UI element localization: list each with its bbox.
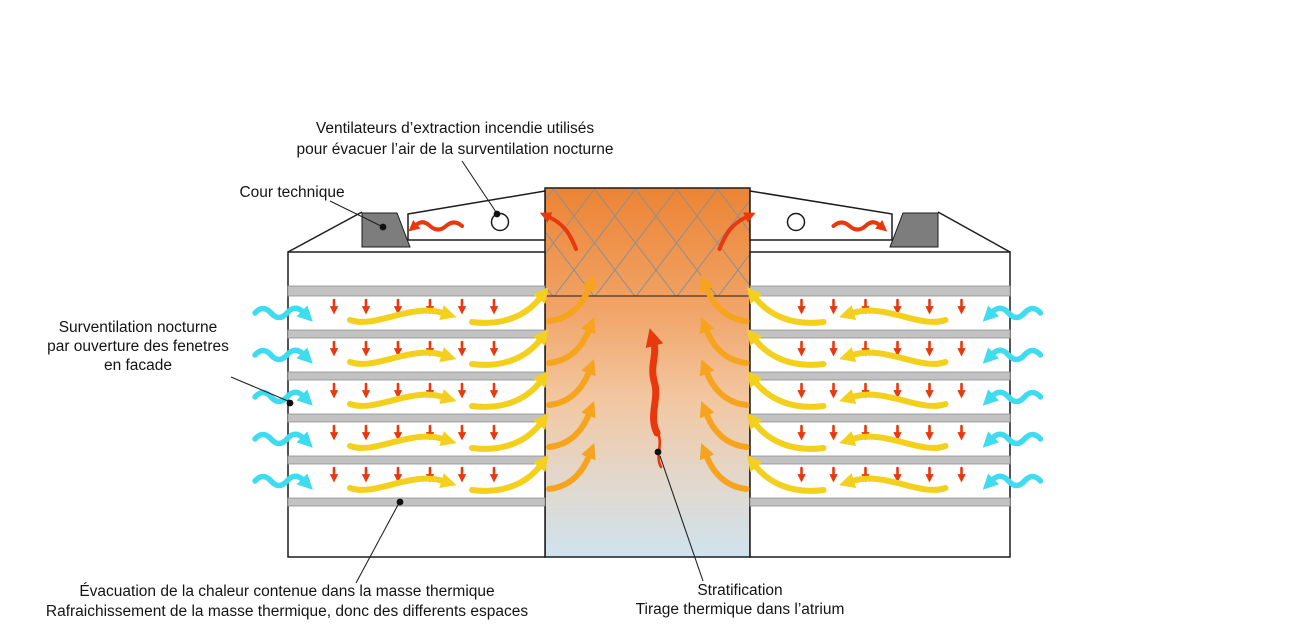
fresh-air-arrow	[252, 431, 313, 448]
surventilation-label-line1: Surventilation nocturne	[59, 319, 218, 336]
thermal-draft-arrow	[645, 328, 664, 437]
stratification-leader-dot	[654, 448, 662, 456]
cour-technique-left	[361, 212, 411, 248]
fresh-air-arrow	[252, 347, 313, 364]
fan-extraction-arrow	[408, 220, 464, 232]
roof-slope-left	[287, 211, 363, 253]
floor-slab	[749, 371, 1011, 381]
atrium-rising-arrow	[546, 400, 596, 450]
atrium-rising-arrow	[546, 442, 596, 492]
floor-slab	[287, 371, 546, 381]
cour-technique-right	[889, 212, 939, 248]
floor-slab	[749, 329, 1011, 339]
floor-slab	[287, 497, 546, 507]
wing-arrows-left	[252, 212, 596, 494]
warm-air-flow-arrow	[347, 473, 457, 493]
stratification-label-line1: Stratification	[697, 582, 782, 599]
fans-leader-dot	[493, 210, 501, 218]
floor-slabs	[287, 285, 1011, 507]
facade-leader-dot	[286, 399, 294, 407]
fans-leader-line	[461, 160, 497, 213]
extraction-fan-right-icon	[786, 212, 806, 232]
stratification-label-line2: Tirage thermique dans l’atrium	[636, 601, 845, 618]
extraction-fan-left-icon	[490, 212, 510, 232]
evacuation-label-line1: Évacuation de la chaleur contenue dans l…	[79, 583, 494, 600]
cour-leader-line	[329, 200, 382, 227]
atrium-rising-arrow	[546, 358, 596, 408]
roof-slope-right	[937, 211, 1011, 253]
fresh-air-arrow	[252, 389, 313, 406]
thermal-mass-leader-dot	[396, 498, 404, 506]
cour-leader-dot	[379, 223, 387, 231]
warm-air-flow-arrow	[469, 412, 549, 452]
surventilation-label-line3: en facade	[104, 357, 172, 374]
fresh-air-arrow	[252, 305, 313, 322]
warm-air-flow-arrow	[347, 431, 457, 451]
facade-leader-line	[230, 376, 289, 402]
floor-slab	[287, 455, 546, 465]
thermal-mass-leader-line	[355, 502, 400, 584]
atrium-roof-hatch	[545, 188, 750, 296]
warm-air-flow-arrow	[347, 389, 457, 409]
warm-air-flow-arrow	[469, 286, 549, 326]
fresh-air-arrow	[252, 473, 313, 490]
labels: Ventilateurs d’extraction incendie utili…	[46, 120, 844, 620]
cour-technique-label: Cour technique	[239, 184, 344, 201]
fans-label-line1: Ventilateurs d’extraction incendie utili…	[316, 120, 595, 137]
floor-slab	[749, 455, 1011, 465]
extraction-plenum-left	[407, 190, 546, 241]
floor-slab	[749, 413, 1011, 423]
floor-slab	[287, 329, 546, 339]
warm-air-flow-arrow	[469, 454, 549, 494]
surventilation-label-line2: par ouverture des fenetres	[47, 338, 229, 355]
leader-lines	[230, 160, 704, 584]
extraction-plenum-right	[749, 190, 893, 241]
roof-slab-left	[287, 285, 546, 297]
warm-air-flow-arrow	[347, 347, 457, 367]
warm-air-flow-arrow	[469, 370, 549, 410]
evacuation-label-line2: Rafraichissement de la masse thermique, …	[46, 603, 528, 620]
warm-air-flow-arrow	[347, 305, 457, 325]
atrium-to-plenum-arrow	[539, 212, 578, 251]
atrium	[544, 187, 751, 558]
floor-slab	[749, 497, 1011, 507]
warm-air-flow-arrow	[469, 328, 549, 368]
stratification-leader-line	[659, 455, 704, 582]
atrium-rising-arrow	[546, 316, 596, 366]
atrium-rising-arrow	[546, 274, 596, 324]
fans-label-line2: pour évacuer l’air de la surventilation …	[296, 141, 613, 158]
roof-slab-right	[749, 285, 1011, 297]
floor-slab	[287, 413, 546, 423]
